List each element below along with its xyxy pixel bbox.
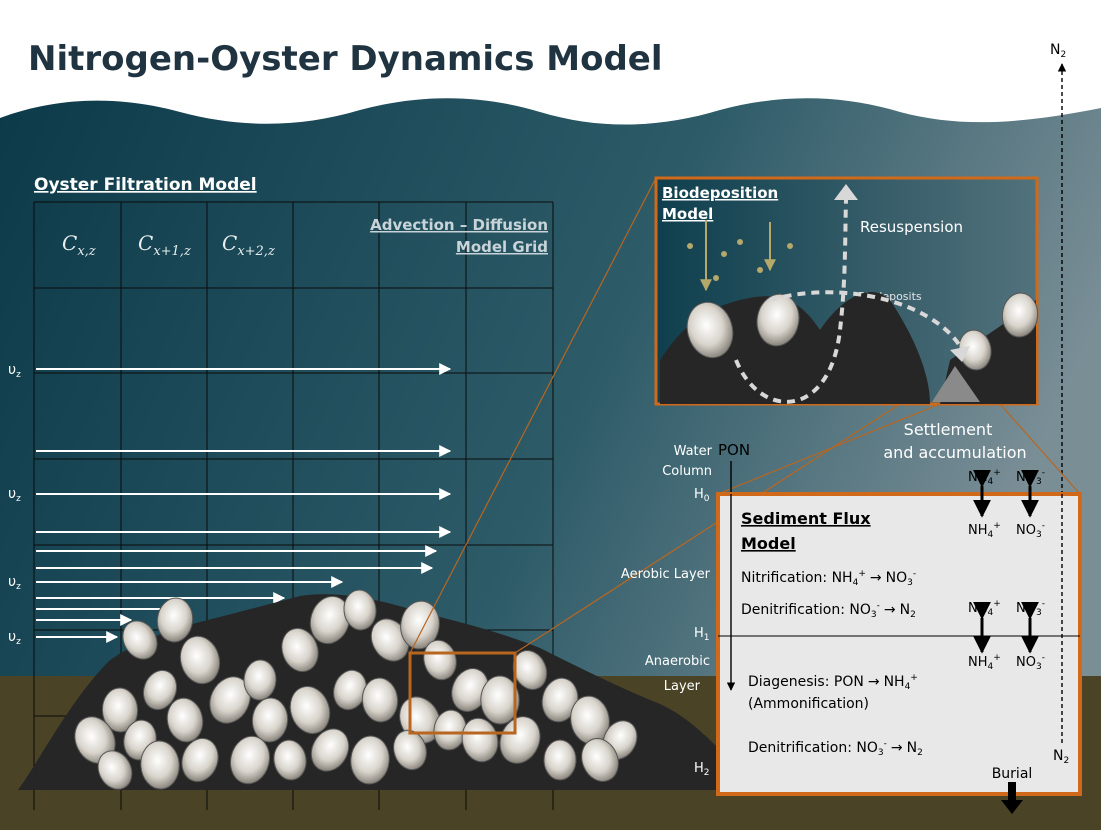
cell-label-x1-z: Cx+1,z (138, 231, 191, 259)
oyster-shell (229, 735, 271, 785)
velocity-label-2: υz (8, 486, 21, 504)
anaerobic-label-1: Anaerobic (645, 654, 710, 669)
oyster-shell (480, 675, 520, 725)
anaerobic-label-2: Layer (664, 679, 701, 694)
grid-label-line1: Advection – Diffusion (370, 216, 548, 234)
settlement-label-2: and accumulation (883, 443, 1026, 462)
no3-bottom-lower: NO3- (1016, 521, 1045, 540)
zoom-line-1 (409, 177, 657, 654)
oyster-shell (97, 750, 133, 790)
biodeposition-oysters (686, 292, 1039, 402)
oyster-shell (140, 740, 180, 790)
zoom-line-3 (999, 403, 1081, 495)
diagenesis-reaction: Diagenesis: PON→NH4+ (748, 673, 918, 692)
water-column-label-2: Column (662, 464, 712, 479)
oyster-shell (156, 597, 194, 643)
resuspension-label: Resuspension (860, 218, 963, 236)
oyster-shell (179, 635, 221, 685)
oyster-shell (310, 728, 350, 772)
oyster-shell (581, 738, 619, 782)
denitrification-reaction-1: Denitrification: NO3-→N2 (741, 601, 916, 620)
oyster-shell (122, 620, 158, 660)
falling-particles (687, 239, 793, 281)
denitrification-reaction-2: Denitrification: NO3-→N2 (748, 739, 923, 758)
oyster-shell (1001, 292, 1039, 338)
sediment-title-1: Sediment Flux (741, 509, 871, 528)
oyster-shell (350, 735, 390, 785)
nitrification-reaction: Nitrification: NH4+→NO3- (741, 569, 916, 588)
velocity-label-3: υz (8, 574, 21, 592)
biodeposit-arrowhead (950, 346, 970, 362)
oyster-shell (166, 697, 204, 743)
flux-exchange-group: NH4+NO3-NH4+NO3-NH4+NO3-NH4+NO3- (968, 468, 1045, 672)
cell-label-x-z: Cx,z (62, 231, 96, 259)
resuspension-arrowhead (834, 184, 858, 200)
burial-arrow-shaft (1008, 782, 1016, 804)
oyster-shell (273, 739, 307, 781)
oyster-shell (361, 677, 399, 723)
oyster-shell (400, 600, 440, 650)
oyster-shell (343, 589, 377, 631)
velocity-label-4: υz (8, 629, 21, 647)
resuspension-arrow (734, 199, 848, 404)
h2-label: H2 (694, 761, 710, 778)
settlement-label-1: Settlement (904, 420, 993, 439)
oyster-shell (142, 669, 178, 711)
oyster-shell (209, 676, 251, 724)
velocity-label-1: υz (8, 362, 21, 380)
cell-label-x2-z: Cx+2,z (222, 231, 275, 259)
oyster-shell (543, 739, 577, 781)
biodeposition-title-2: Model (662, 205, 713, 223)
zoom-line-4 (717, 403, 941, 495)
oyster-shell (461, 717, 499, 763)
nh4-top-lower: NH4+ (968, 521, 1001, 540)
oyster-shell (686, 301, 734, 359)
oyster-shell (289, 685, 331, 735)
oyster-shell (423, 639, 457, 681)
filtration-heading: Oyster Filtration Model (34, 175, 257, 195)
oyster-shell (393, 729, 427, 771)
biodeposition-title-1: Biodeposition (662, 184, 778, 202)
biodeposit-flow (769, 290, 962, 348)
oyster-shell (181, 737, 219, 783)
sediment-title-2: Model (741, 534, 796, 553)
no3-mid-lower: NO3- (1016, 653, 1045, 672)
page-title: Nitrogen-Oyster Dynamics Model (28, 39, 663, 79)
oyster-shell (756, 293, 800, 347)
nh4-mid-lower: NH4+ (968, 653, 1001, 672)
oyster-shell (281, 627, 319, 673)
oyster-shell (309, 595, 351, 645)
h1-label: H1 (694, 626, 710, 643)
sediment-flux-panel (716, 492, 1082, 796)
n2-top-label: N2 (1050, 42, 1066, 60)
biodeposit-pile (932, 366, 980, 402)
burial-arrowhead (1001, 800, 1023, 814)
zoom-box (408, 651, 517, 735)
ammonification-label: (Ammonification) (748, 696, 869, 712)
oyster-shell (243, 659, 277, 701)
flow-arrows (36, 363, 452, 643)
grid-label-line2: Model Grid (456, 238, 548, 256)
h0-label: H0 (694, 487, 710, 504)
oyster-shell (251, 697, 289, 743)
pon-label: PON (718, 441, 750, 459)
n2-bottom-label: N2 (1053, 748, 1069, 766)
oyster-cluster (74, 589, 638, 790)
water-column-label-1: Water (674, 444, 713, 459)
oyster-shell (101, 687, 139, 733)
aerobic-label: Aerobic Layer (621, 567, 711, 582)
burial-label: Burial (992, 766, 1033, 782)
zoom-line-2 (514, 403, 901, 654)
